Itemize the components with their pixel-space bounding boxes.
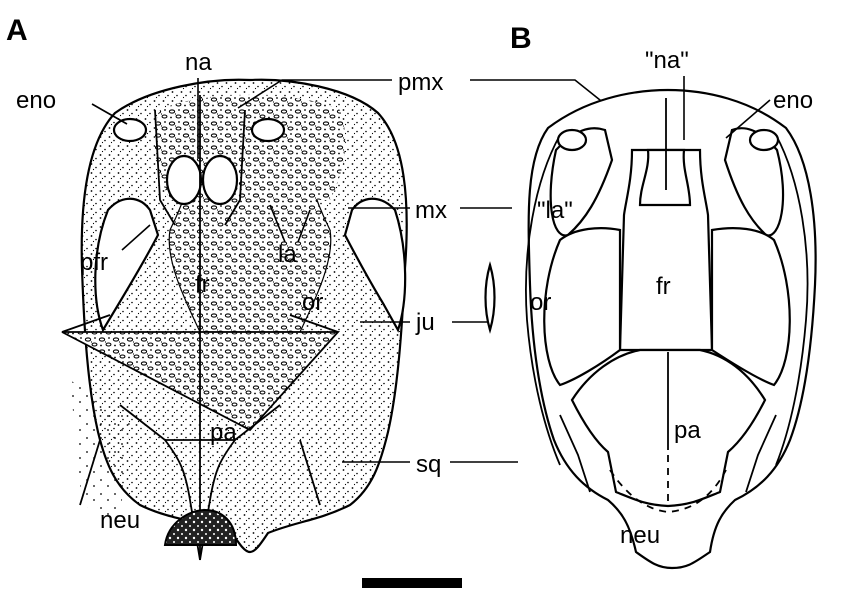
label-na-b: "na": [645, 47, 689, 74]
panel-b-letter: B: [510, 22, 532, 55]
label-la-a: la: [278, 241, 297, 268]
label-pmx: pmx: [398, 69, 443, 96]
label-or-b: or: [530, 289, 551, 316]
label-pa-a: pa: [210, 419, 237, 446]
panel-a: A na eno: [6, 14, 407, 560]
label-fr-b: fr: [656, 273, 671, 300]
label-eno-b: eno: [773, 87, 813, 114]
naris-a-left: [114, 119, 146, 141]
label-neu-a: neu: [100, 507, 140, 534]
label-pfr-a: pfr: [80, 249, 108, 276]
label-sq: sq: [416, 451, 441, 478]
label-ju: ju: [415, 309, 435, 336]
panel-a-letter: A: [6, 14, 28, 47]
scale-bar: [362, 578, 462, 588]
panel-b: B "na" eno ": [486, 22, 842, 568]
nasal-a-left: [167, 156, 201, 204]
label-na-a: na: [185, 49, 212, 76]
label-fr-a: fr: [195, 271, 210, 298]
label-neu-b: neu: [620, 522, 660, 549]
naris-a-right: [252, 119, 284, 141]
label-la-b: "la": [537, 197, 573, 224]
nasal-a-right: [203, 156, 237, 204]
label-pa-b: pa: [674, 417, 701, 444]
label-or-a: or: [302, 289, 323, 316]
label-mx: mx: [415, 197, 447, 224]
label-eno-a: eno: [16, 87, 56, 114]
